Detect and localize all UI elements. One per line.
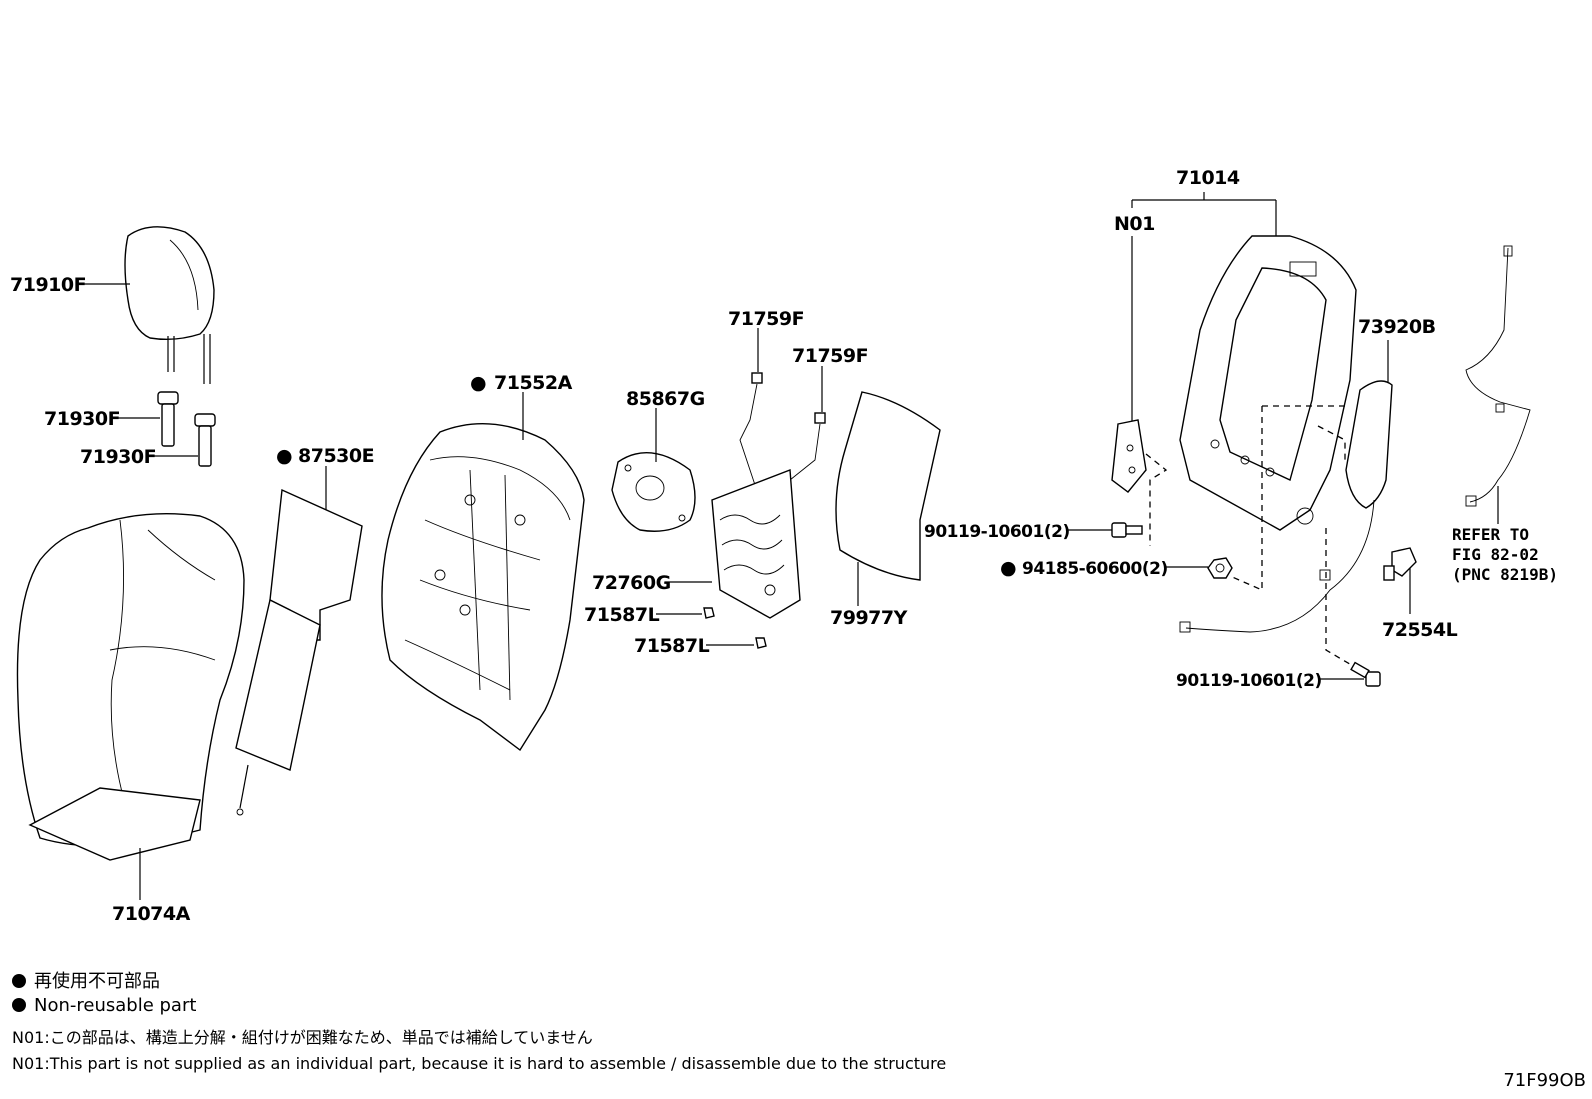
- marker-87530e: ●: [276, 445, 292, 467]
- back-pad-drawing: [381, 423, 585, 752]
- legend-en: Non-reusable part: [34, 995, 197, 1016]
- refer-harness-drawing: [1465, 245, 1531, 507]
- part-90119-10601-lower: 90119-10601(2): [1176, 671, 1322, 691]
- part-71930f-lower: 71930F: [80, 446, 156, 468]
- refer-line-1: REFER TO: [1452, 525, 1529, 544]
- part-71930f-upper: 71930F: [44, 408, 120, 430]
- headrest-support-drawing: [157, 391, 216, 467]
- bullet-icon: [12, 974, 26, 988]
- pad-drawing: [235, 488, 363, 816]
- clip-drawing: [703, 607, 767, 649]
- seatback-cover-drawing: [16, 513, 245, 861]
- part-85867g: 85867G: [626, 388, 705, 410]
- bullet-icon: [12, 998, 26, 1012]
- part-72760g: 72760G: [592, 572, 671, 594]
- board-drawing: [835, 391, 941, 581]
- part-71014: 71014: [1176, 167, 1240, 189]
- part-71587l-upper: 71587L: [584, 604, 660, 626]
- recliner-bracket-drawing: [1111, 419, 1147, 493]
- wire-harness-drawing: [1179, 499, 1375, 633]
- legend-ja: 再使用不可部品: [34, 971, 160, 992]
- refer-line-3: (PNC 8219B): [1452, 565, 1558, 584]
- refer-line-2: FIG 82-02: [1452, 545, 1539, 564]
- marker-94185-60600: ●: [1000, 557, 1016, 579]
- part-90119-10601-upper: 90119-10601(2): [924, 522, 1070, 542]
- part-87530e: 87530E: [298, 445, 374, 467]
- part-71759f-left: 71759F: [728, 308, 804, 330]
- part-79977y: 79977Y: [830, 607, 908, 629]
- legend: 再使用不可部品 Non-reusable part N01:この部品は、構造上分…: [12, 970, 946, 1073]
- sensor-drawing: [1383, 547, 1417, 581]
- legend-en-row: Non-reusable part: [12, 994, 946, 1018]
- part-71910f: 71910F: [10, 274, 86, 296]
- part-71552a: 71552A: [494, 372, 573, 394]
- lumbar-spring-drawing: [711, 469, 801, 619]
- part-71074a: 71074A: [112, 903, 191, 925]
- bolt-lower-drawing: [1350, 661, 1381, 687]
- part-71759f-right: 71759F: [792, 345, 868, 367]
- part-n01: N01: [1114, 213, 1155, 235]
- headrest-drawing: [124, 226, 215, 384]
- bolt-upper-drawing: [1111, 522, 1143, 538]
- part-71587l-lower: 71587L: [634, 635, 710, 657]
- note-ja: N01:この部品は、構造上分解・組付けが困難なため、単品では補給していません: [12, 1028, 593, 1047]
- seat-frame-drawing: [1179, 235, 1357, 531]
- part-73920b: 73920B: [1358, 316, 1436, 338]
- part-94185-60600: 94185-60600(2): [1022, 559, 1168, 579]
- module-drawing: [611, 452, 696, 532]
- figure-code: 71F99OB: [1503, 1070, 1586, 1091]
- side-airbag-drawing: [1345, 380, 1393, 509]
- legend-ja-row: 再使用不可部品: [12, 970, 946, 994]
- part-72554l: 72554L: [1382, 619, 1458, 641]
- nut-drawing: [1207, 557, 1233, 579]
- note-en: N01:This part is not supplied as an indi…: [12, 1054, 947, 1073]
- marker-71552a: ●: [470, 372, 486, 394]
